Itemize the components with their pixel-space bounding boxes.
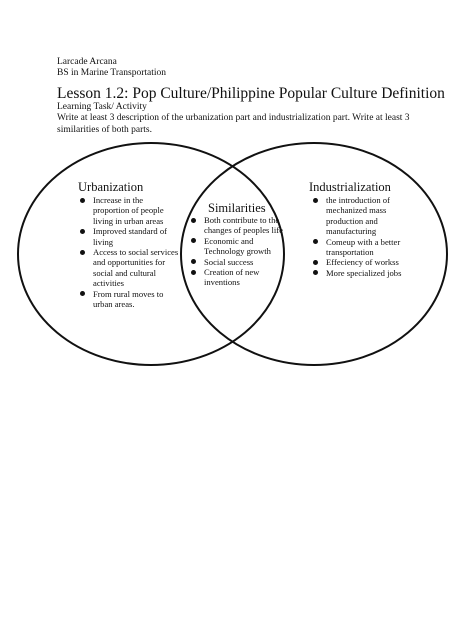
list-item: Social success: [190, 257, 294, 267]
list-item: the introduction of mechanized mass prod…: [312, 195, 415, 237]
list-item: Comeup with a better transportation: [312, 237, 415, 258]
industrialization-circle: [180, 142, 448, 366]
urbanization-heading: Urbanization: [78, 180, 144, 194]
task-label: Learning Task/ Activity: [57, 102, 147, 112]
list-item: Both contribute to the changes of people…: [190, 215, 294, 236]
list-item: From rural moves to urban areas.: [79, 289, 179, 310]
industrialization-list: the introduction of mechanized mass prod…: [312, 195, 415, 278]
list-item: Economic and Technology growth: [190, 236, 294, 257]
list-item: Creation of new inventions: [190, 267, 294, 288]
urbanization-list: Increase in the proportion of people liv…: [79, 195, 179, 309]
similarities-list: Both contribute to the changes of people…: [190, 215, 294, 288]
author-name: Larcade Arcana: [57, 57, 117, 67]
industrialization-heading: Industrialization: [309, 180, 391, 194]
list-item: More specialized jobs: [312, 268, 415, 278]
lesson-title: Lesson 1.2: Pop Culture/Philippine Popul…: [57, 85, 445, 102]
list-item: Improved standard of living: [79, 226, 179, 247]
list-item: Effeciency of workss: [312, 257, 415, 267]
similarities-heading: Similarities: [208, 201, 266, 215]
instructions: Write at least 3 description of the urba…: [57, 113, 410, 135]
list-item: Increase in the proportion of people liv…: [79, 195, 179, 226]
list-item: Access to social services and opportunit…: [79, 247, 179, 289]
urbanization-circle: [17, 142, 285, 366]
program-name: BS in Marine Transportation: [57, 68, 166, 78]
